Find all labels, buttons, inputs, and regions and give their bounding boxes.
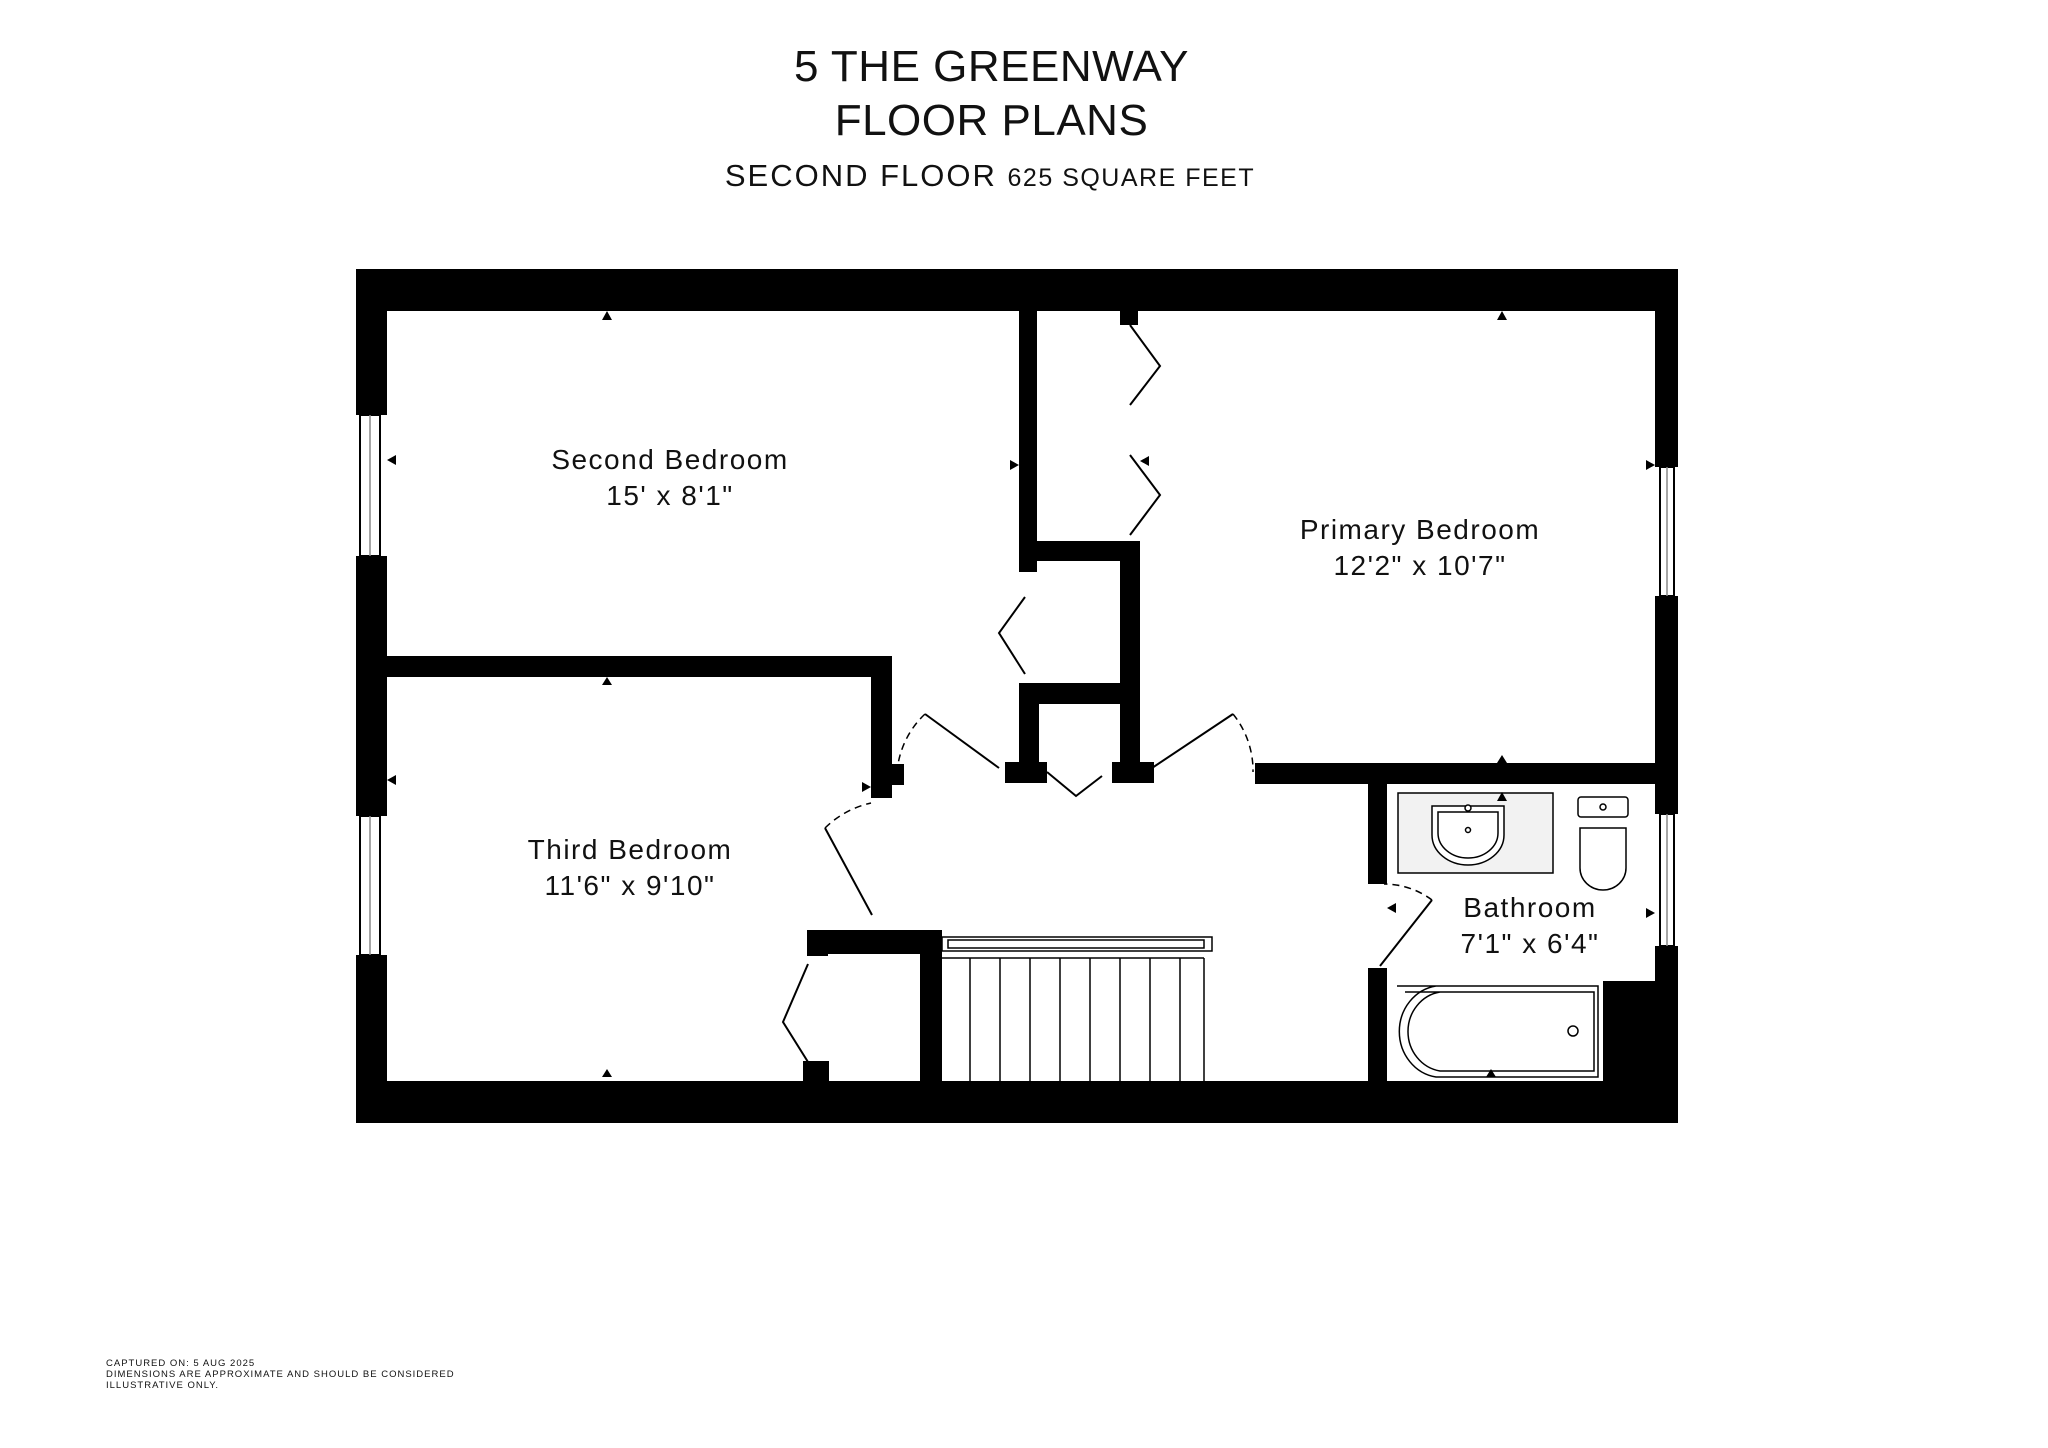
bathroom-fixtures — [1397, 792, 1629, 1078]
plan-title: 5 THE GREENWAY — [794, 42, 1189, 91]
room-name: Primary Bedroom — [1299, 514, 1541, 545]
closet-door-3 — [997, 596, 1026, 675]
primary-bedroom-door — [1151, 713, 1234, 769]
closet-door-1 — [1129, 324, 1162, 406]
room-primary-bedroom: Primary Bedroom 12'2" x 10'7" — [1250, 512, 1590, 584]
room-second-bedroom: Second Bedroom 15' x 8'1" — [520, 442, 820, 514]
bathroom-door — [1379, 899, 1433, 967]
room-name: Bathroom — [1463, 892, 1597, 923]
staircase — [941, 936, 1213, 1081]
toilet-icon — [1579, 827, 1627, 891]
floor-label: SECOND FLOOR — [724, 158, 997, 193]
room-dimensions: 15' x 8'1" — [606, 480, 734, 511]
exterior-walls — [356, 269, 1678, 1123]
second-bedroom-door — [924, 713, 1000, 769]
measurement-markers — [387, 311, 1655, 1077]
room-name: Third Bedroom — [527, 834, 733, 865]
third-bedroom-closet-door — [781, 963, 809, 1063]
landing-door — [1046, 771, 1103, 798]
doors — [781, 324, 1433, 1063]
disclaimer: CAPTURED ON: 5 AUG 2025 DIMENSIONS ARE A… — [106, 1358, 455, 1391]
windows — [359, 414, 1675, 956]
room-dimensions: 7'1" x 6'4" — [1460, 928, 1600, 959]
third-bedroom-door — [824, 827, 873, 916]
room-dimensions: 12'2" x 10'7" — [1333, 550, 1507, 581]
area-label: 625 SQUARE FEET — [1007, 164, 1256, 192]
room-bathroom: Bathroom 7'1" x 6'4" — [1420, 890, 1640, 962]
disclaimer-line: ILLUSTRATIVE ONLY. — [106, 1380, 220, 1391]
closet-door-2 — [1129, 454, 1162, 536]
sink-icon — [1431, 805, 1505, 866]
interior-walls — [387, 297, 1678, 1123]
disclaimer-line: DIMENSIONS ARE APPROXIMATE AND SHOULD BE… — [106, 1369, 455, 1380]
room-name: Second Bedroom — [551, 444, 789, 475]
room-dimensions: 11'6" x 9'10" — [544, 870, 716, 901]
plan-subtitle: FLOOR PLANS — [834, 96, 1149, 145]
room-third-bedroom: Third Bedroom 11'6" x 9'10" — [480, 832, 780, 904]
capture-date: CAPTURED ON: 5 AUG 2025 — [106, 1358, 256, 1369]
bathtub-icon — [1397, 985, 1599, 1078]
floor-heading: SECOND FLOOR 625 SQUARE FEET — [0, 158, 1980, 194]
